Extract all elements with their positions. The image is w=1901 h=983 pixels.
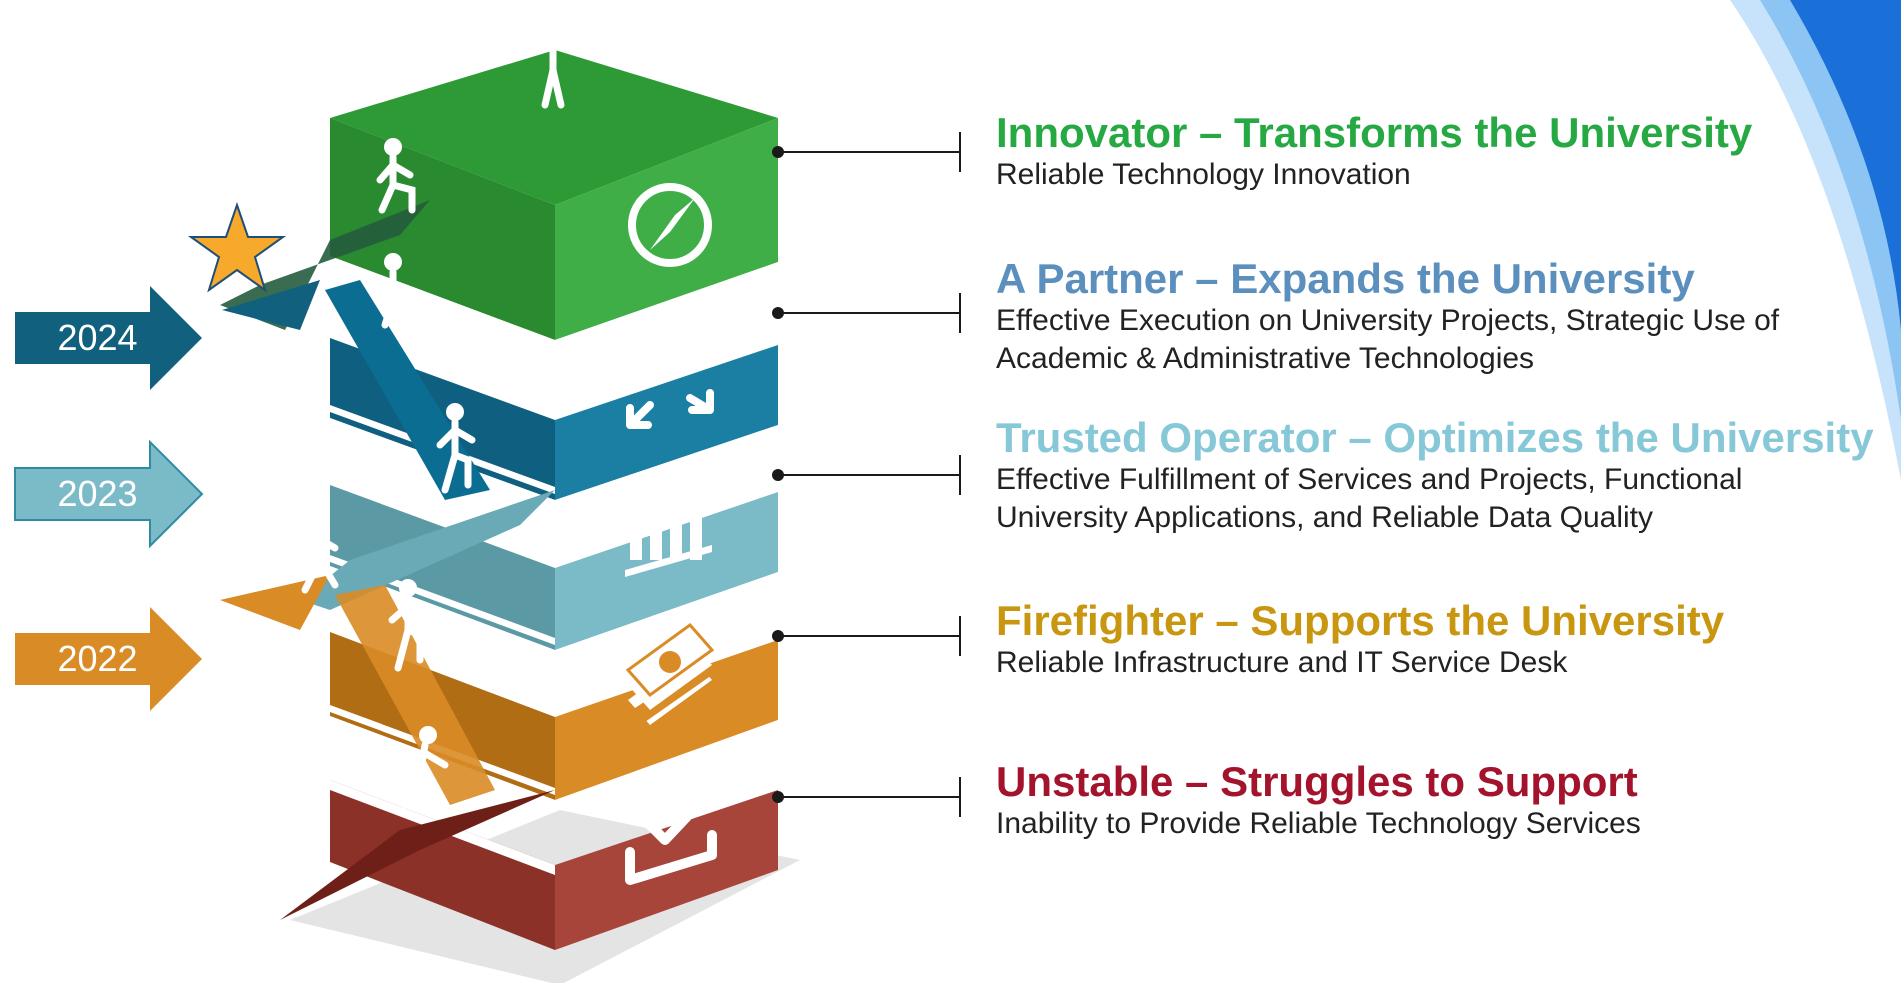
connector-lines [772,132,961,817]
ramp-teal [300,490,555,610]
person-celebrating-icon [531,11,575,109]
year-label: 2024 [57,317,138,358]
tower-level-innovator [330,50,778,340]
bar-chart-icon [625,495,712,577]
person-climbing-icon [388,579,429,672]
level-innovator: Innovator – Transforms the University Re… [996,110,1896,194]
level-title: Firefighter – Supports the University [996,597,1725,644]
year-arrow-2022-shape [15,607,202,711]
level-description: Effective Fulfillment of Services and Pr… [996,463,1743,534]
level-description: Reliable Infrastructure and IT Service D… [996,646,1568,679]
level-description: Inability to Provide Reliable Technology… [996,807,1641,840]
ramp-blue-left [222,280,320,330]
level-title: A Partner – Expands the University [996,255,1695,302]
compass-icon [628,183,712,267]
year-arrow-2023-shape [14,439,204,549]
checkmark-tray-icon [625,785,717,885]
money-stack-icon [625,622,715,725]
person-climbing-icon [381,253,409,329]
level-title: Unstable – Struggles to Support [996,758,1638,805]
person-walking-icon [401,726,449,809]
level-title: Innovator – Transforms the University [996,109,1753,156]
star-icon [187,201,287,293]
person-climbing-icon [436,403,476,494]
person-climbing-icon [376,138,416,214]
level-title: Trusted Operator – Optimizes the Univers… [996,414,1874,461]
year-arrow-2024-shape [15,286,202,390]
year-label: 2023 [57,473,138,514]
level-partner: A Partner – Expands the University Effec… [996,256,1896,378]
ramp-blue [325,280,490,500]
person-walking-icon [296,511,339,594]
ramp-orange-left [220,575,330,630]
level-description: Reliable Technology Innovation [996,158,1411,191]
level-description: Effective Execution on University Projec… [996,304,1780,375]
level-unstable: Unstable – Struggles to Support Inabilit… [996,759,1896,843]
level-firefighter: Firefighter – Supports the University Re… [996,598,1896,682]
ramp-orange [335,585,495,805]
corner-swoosh-decoration [1730,0,1901,480]
level-operator: Trusted Operator – Optimizes the Univers… [996,415,1896,537]
expand-arrows-icon [626,321,714,429]
year-label: 2022 [57,638,138,679]
